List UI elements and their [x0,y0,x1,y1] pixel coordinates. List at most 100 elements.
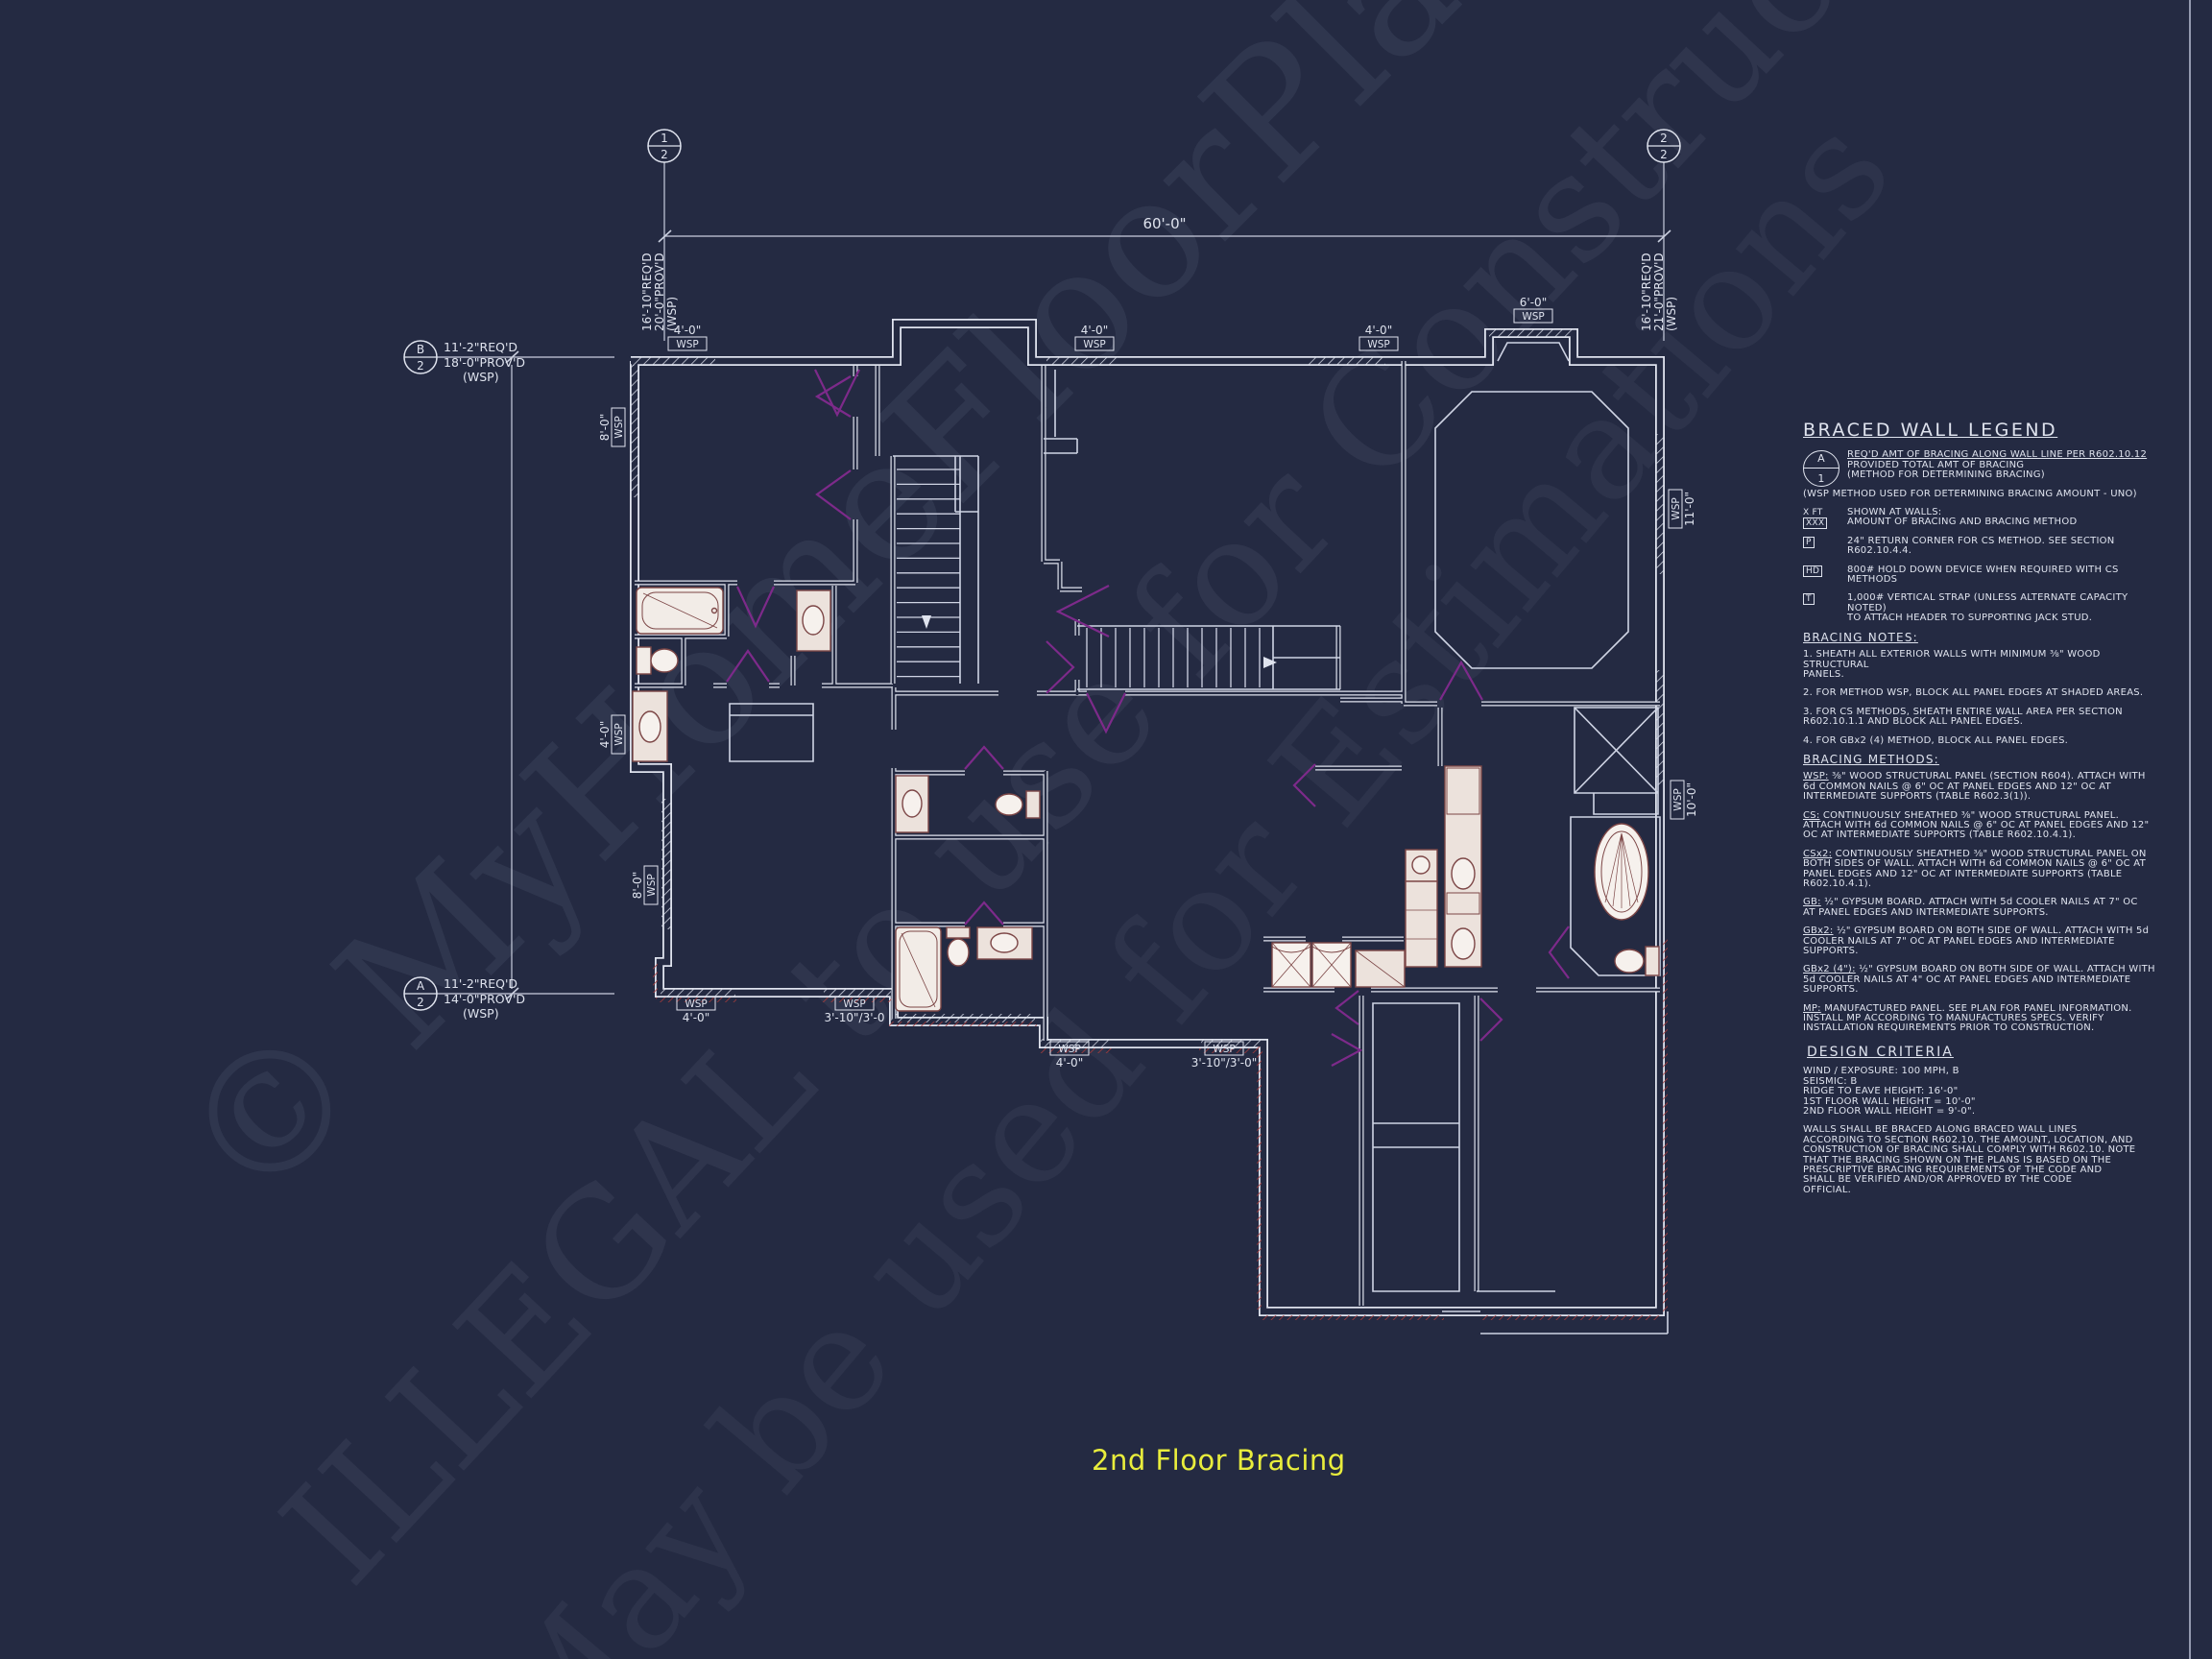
svg-text:4'-0": 4'-0" [1365,324,1392,337]
overall-dimension: 60'-0" [1142,215,1186,232]
wsp-label: 6'-0" WSP [1513,296,1553,324]
svg-text:8'-0": 8'-0" [598,414,612,441]
svg-text:18'-0"PROV'D: 18'-0"PROV'D [444,355,525,370]
wsp-label: 4'-0"WSP [598,714,626,755]
svg-text:WSP: WSP [1213,1044,1235,1055]
svg-text:WSP: WSP [685,998,707,1010]
thin-lines [729,342,1669,1334]
legend-item: 3. FOR CS METHODS, SHEATH ENTIRE WALL AR… [1803,706,2123,728]
svg-text:WSP: WSP [1672,788,1684,810]
door-swings [726,369,1570,1067]
svg-text:(WSP): (WSP) [665,297,679,331]
wsp-labels: 4'-0"WSP4'-0"WSP4'-0"WSP6'-0"WSP8'-0"WSP… [598,296,1698,1070]
bracing-shaded-dashes [653,939,1668,1320]
svg-text:WSP: WSP [1058,1044,1080,1055]
svg-text:11'-0": 11'-0" [1683,492,1696,526]
svg-text:B: B [417,343,424,356]
legend-heading: DESIGN CRITERIA [1807,1044,1954,1060]
svg-text:WSP: WSP [613,416,625,438]
wall-line-marker: A 2 11'-2"REQ'D14'-0"PROV'D(WSP) [403,976,525,1021]
legend-item: GB: ½" GYPSUM BOARD. ATTACH WITH 5d COOL… [1803,897,2138,918]
interior-walls [635,361,1660,1306]
legend-item: 1. SHEATH ALL EXTERIOR WALLS WITH MINIMU… [1803,649,2101,680]
plan-geometry: 1216'-10"REQ'D20'-0"PROV'D(WSP)2216'-10"… [403,129,1698,1334]
svg-text:16'-10"REQ'D: 16'-10"REQ'D [1640,252,1653,331]
svg-text:4'-0": 4'-0" [1081,324,1108,337]
stair-treads [897,469,1261,687]
legend-item: WALLS SHALL BE BRACED ALONG BRACED WALL … [1803,1124,2136,1195]
svg-text:WSP: WSP [843,998,865,1010]
svg-text:WSP: WSP [1083,339,1105,350]
legend-item: 4. FOR GBx2 (4) METHOD, BLOCK ALL PANEL … [1803,734,2069,746]
wsp-label: 8'-0"WSP [598,407,626,447]
wsp-label: 4'-0" WSP [667,324,708,351]
wall-hatch-bands [630,328,1665,1048]
wsp-label: 4'-0" WSP [1358,324,1399,351]
svg-text:2: 2 [417,996,424,1009]
svg-text:16'-10"REQ'D: 16'-10"REQ'D [640,252,654,331]
fixtures [632,587,1660,1012]
svg-text:WSP: WSP [676,339,698,350]
svg-text:WSP: WSP [613,723,625,745]
dimension-lines [437,162,1671,1000]
svg-text:WSP: WSP [1367,339,1389,350]
svg-text:21'-0"PROV'D: 21'-0"PROV'D [1652,252,1666,331]
svg-text:A: A [417,979,425,993]
legend-item: GBx2: ½" GYPSUM BOARD ON BOTH SIDE OF WA… [1803,926,2150,957]
legend-heading: BRACING NOTES: [1803,630,1918,644]
legend-title: BRACED WALL LEGEND [1803,420,2058,441]
svg-text:4'-0": 4'-0" [1056,1056,1083,1070]
wsp-label: 4'-0" WSP [1074,324,1115,351]
legend-item: (WSP METHOD USED FOR DETERMINING BRACING… [1803,488,2137,499]
svg-text:(WSP): (WSP) [463,370,499,384]
svg-text:2: 2 [417,359,424,373]
svg-text:4'-0": 4'-0" [683,1011,709,1024]
sheet-title: 2nd Floor Bracing [1092,1444,1346,1477]
svg-text:3'-10"/3'-0": 3'-10"/3'-0" [1191,1056,1258,1070]
wsp-label: 8'-0"WSP [631,865,659,905]
legend-item: GBx2 (4"): ½" GYPSUM BOARD ON BOTH SIDE … [1803,964,2155,996]
legend-item: CSx2: CONTINUOUSLY SHEATHED ⅜" WOOD STRU… [1803,848,2147,889]
legend-heading: BRACING METHODS: [1803,752,1939,766]
svg-text:2: 2 [1660,132,1668,145]
stair-arrow-down [922,615,931,629]
svg-text:20'-0"PROV'D: 20'-0"PROV'D [653,252,666,331]
svg-text:(WSP): (WSP) [1665,297,1678,331]
svg-text:(WSP): (WSP) [463,1006,499,1021]
stair-arrow-right [1263,657,1277,668]
svg-text:6'-0": 6'-0" [1520,296,1547,309]
legend-item: 2. FOR METHOD WSP, BLOCK ALL PANEL EDGES… [1803,687,2144,699]
svg-text:2: 2 [661,148,668,161]
svg-text:8'-0": 8'-0" [631,872,644,899]
svg-text:3'-10"/3'-0: 3'-10"/3'-0 [825,1011,885,1024]
svg-text:4'-0": 4'-0" [598,721,612,748]
svg-text:WSP: WSP [1522,311,1544,323]
svg-text:2: 2 [1660,148,1668,161]
svg-text:1: 1 [661,132,668,145]
legend-item: WSP: ⅜" WOOD STRUCTURAL PANEL (SECTION R… [1803,771,2146,803]
svg-text:14'-0"PROV'D: 14'-0"PROV'D [444,992,525,1006]
svg-text:11'-2"REQ'D: 11'-2"REQ'D [444,976,517,991]
exterior-walls [630,319,1665,1316]
legend-item: CS: CONTINUOUSLY SHEATHED ⅜" WOOD STRUCT… [1803,809,2150,841]
svg-text:4'-0": 4'-0" [674,324,701,337]
